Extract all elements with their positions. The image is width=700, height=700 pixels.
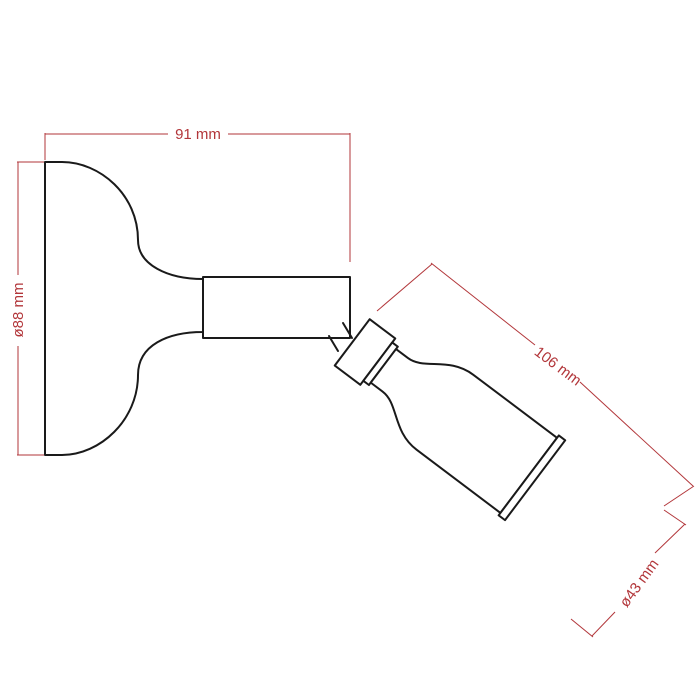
width-dimension: 91 mm (44, 126, 351, 262)
length-extension-start (376, 263, 433, 312)
shade-diameter-dimension: ø43 mm (570, 509, 687, 638)
arm-connector (202, 276, 351, 339)
shade-rim (497, 434, 567, 522)
base-diameter-label: ø88 mm (10, 282, 27, 337)
width-label: 91 mm (175, 126, 221, 143)
length-dimension-line-b (579, 381, 694, 487)
shade-dimension-line-top (654, 523, 686, 554)
shade-dimension-line-bottom (591, 611, 616, 637)
wall-lamp-outline (44, 161, 567, 522)
length-dimension-line-a (430, 262, 536, 346)
wall-plate (44, 161, 204, 456)
length-label: 106 mm (531, 343, 585, 389)
swivel-rod (328, 322, 353, 352)
base-diameter-dimension: ø88 mm (10, 161, 44, 456)
shade-diameter-label: ø43 mm (616, 556, 662, 611)
length-extension-end (663, 485, 695, 507)
shade-extension-bottom (570, 618, 594, 638)
bottle-shade-assembly (333, 318, 567, 522)
shade-extension-top (663, 509, 687, 526)
